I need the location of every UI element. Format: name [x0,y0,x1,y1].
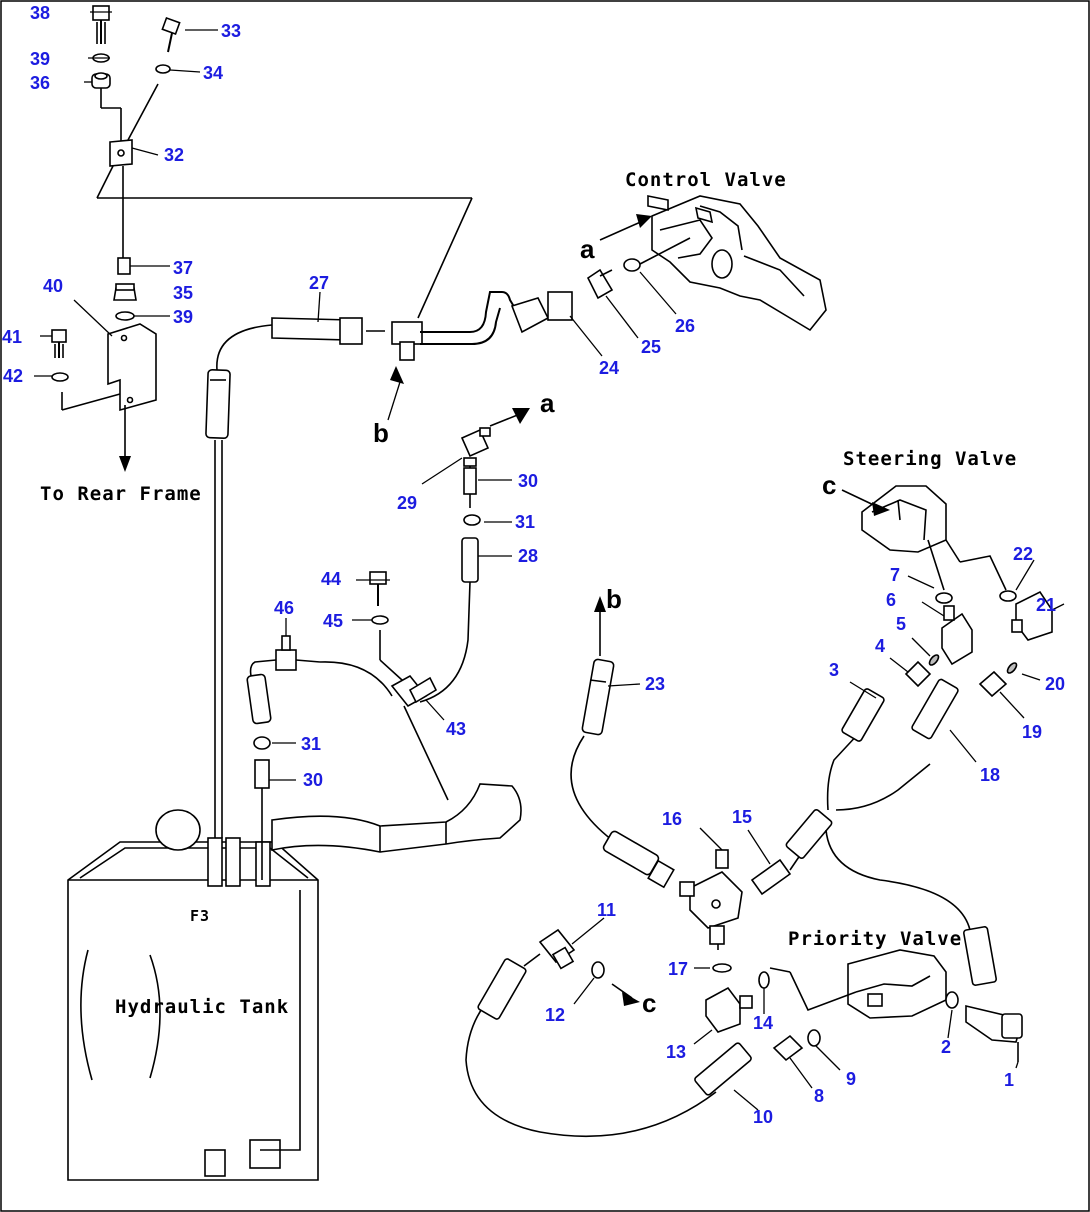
callout-8: 8 [814,1086,824,1106]
callout-18: 18 [980,765,1000,785]
callout-21: 21 [1036,595,1056,615]
callout-9: 9 [846,1069,856,1089]
callout-15: 15 [732,807,752,827]
callout-29: 29 [397,493,417,513]
callout-36: 36 [30,73,50,93]
callout-4: 4 [875,636,885,656]
callout-34: 34 [203,63,223,83]
priority-valve-label: Priority Valve [788,928,962,950]
ref-a-control: a [580,234,595,264]
callout-3: 3 [829,660,839,680]
priority-valve [465,949,1023,1138]
callout-leaders [34,11,1065,1111]
control-valve [599,195,827,332]
to-rear-frame-label: To Rear Frame [40,483,202,505]
callout-27: 27 [309,273,329,293]
hydraulic-tank [67,440,319,1181]
ref-c-fitting: c [642,988,656,1018]
callout-10: 10 [753,1107,773,1127]
callout-20: 20 [1045,674,1065,694]
steering-valve-label: Steering Valve [843,448,1017,470]
callout-17: 17 [668,959,688,979]
callout-14: 14 [753,1013,773,1033]
callout-41: 41 [2,327,22,347]
ref-b-elbow: b [373,418,389,448]
callout-31-top: 31 [515,512,535,532]
callout-38: 38 [30,3,50,23]
callout-30-bottom: 30 [303,770,323,790]
callout-2: 2 [941,1037,951,1057]
part-callouts: 1 2 3 4 5 6 7 8 9 10 11 12 13 14 15 16 1… [2,3,1065,1127]
callout-23: 23 [645,674,665,694]
callout-12: 12 [545,1005,565,1025]
tank-mark-label: F3 [190,907,210,925]
ref-b-hose: b [606,584,622,614]
callout-30-top: 30 [518,471,538,491]
callout-43: 43 [446,719,466,739]
callout-35: 35 [173,283,193,303]
callout-19: 19 [1022,722,1042,742]
tee-fitting [679,678,998,986]
hose-27 [205,258,641,440]
hydraulic-tank-label: Hydraulic Tank [115,996,289,1018]
callout-13: 13 [666,1042,686,1062]
callout-39-bracket: 39 [173,307,193,327]
callout-37: 37 [173,258,193,278]
callout-25: 25 [641,337,661,357]
callout-5: 5 [896,614,906,634]
callout-6: 6 [886,590,896,610]
callout-45: 45 [323,611,343,631]
steering-valve [841,485,1053,698]
callout-11: 11 [597,900,616,920]
callout-44: 44 [321,569,341,589]
ref-a-pilot: a [540,388,555,418]
callout-26: 26 [675,316,695,336]
callout-46: 46 [274,598,294,618]
fitting-11 [477,928,640,1020]
callout-7: 7 [890,565,900,585]
callout-33: 33 [221,21,241,41]
control-valve-label: Control Valve [625,169,787,191]
text-labels: Control Valve Steering Valve Priority Va… [40,169,1017,1018]
ref-c-steering: c [822,470,836,500]
callout-31-bottom: 31 [301,734,321,754]
hose-23 [570,596,675,889]
callout-42: 42 [3,366,23,386]
callout-28: 28 [518,546,538,566]
callout-16: 16 [662,809,682,829]
pilot-line [246,408,530,880]
callout-1: 1 [1004,1070,1014,1090]
callout-32: 32 [164,145,184,165]
callout-40: 40 [43,276,63,296]
callout-22: 22 [1013,544,1033,564]
callout-39-top: 39 [30,49,50,69]
bracket-assembly [51,5,473,472]
callout-24: 24 [599,358,619,378]
